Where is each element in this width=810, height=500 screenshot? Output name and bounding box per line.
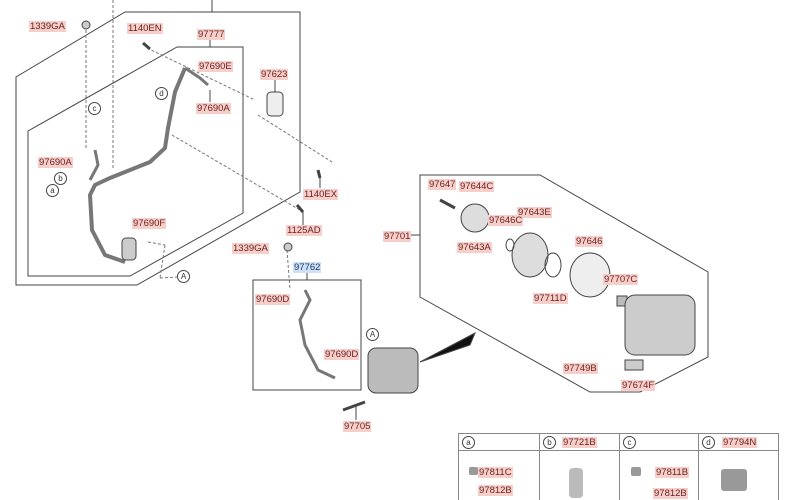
- suction-hose: [87, 67, 187, 264]
- discharge-hose: [298, 289, 336, 380]
- legend-table: a 97811C 97812B b 97721B c 97811B 97812B…: [458, 433, 779, 500]
- part-label-97646[interactable]: 97646: [575, 236, 604, 247]
- part-label-97643e[interactable]: 97643E: [517, 207, 552, 218]
- part-label-97690d[interactable]: 97690D: [324, 349, 360, 360]
- part-label-1339ga[interactable]: 1339GA: [232, 243, 269, 254]
- compressor-body: [624, 294, 696, 356]
- callout-b[interactable]: b: [54, 172, 67, 185]
- part-label-97644c[interactable]: 97644C: [459, 181, 495, 192]
- part-label-97711d[interactable]: 97711D: [533, 293, 568, 304]
- part-label-97623[interactable]: 97623: [260, 69, 289, 80]
- seal-icon: [631, 467, 641, 476]
- part-label-1339ga[interactable]: 1339GA: [29, 21, 66, 32]
- part-label-97690d[interactable]: 97690D: [255, 294, 291, 305]
- legend-part-97812b[interactable]: 97812B: [478, 485, 513, 496]
- legend-part-97812b[interactable]: 97812B: [653, 488, 688, 499]
- part-label-97749b[interactable]: 97749B: [563, 363, 598, 374]
- part-label-97647[interactable]: 97647: [428, 179, 457, 190]
- legend-part-97811c[interactable]: 97811C: [478, 467, 513, 478]
- legend-key-b: b: [543, 436, 556, 449]
- compressor-group-frame: [419, 174, 709, 393]
- callout-A[interactable]: A: [366, 328, 379, 341]
- part-label-1125ad[interactable]: 1125AD: [286, 225, 322, 236]
- bracket-icon: [721, 469, 747, 491]
- legend-key-a: a: [462, 436, 475, 449]
- callout-a[interactable]: a: [46, 184, 59, 197]
- part-label-97690e[interactable]: 97690E: [198, 61, 233, 72]
- part-label-97705[interactable]: 97705: [343, 421, 372, 432]
- seal-icon: [469, 467, 478, 475]
- discharge-hose-frame: [252, 279, 362, 391]
- legend-key-c: c: [623, 436, 636, 449]
- part-label-97690f[interactable]: 97690F: [132, 218, 167, 229]
- legend-header-divider: [459, 450, 778, 451]
- legend-part-97794n[interactable]: 97794N: [722, 437, 758, 448]
- part-label-1140en[interactable]: 1140EN: [127, 23, 163, 34]
- callout-c[interactable]: c: [88, 102, 101, 115]
- callout-d[interactable]: d: [155, 87, 168, 100]
- outer-group-frame: [15, 11, 301, 286]
- receiver-drier: [266, 91, 284, 117]
- pressure-sensor-icon: [569, 468, 583, 498]
- part-label-97777[interactable]: 97777: [197, 29, 226, 40]
- part-label-97643a[interactable]: 97643A: [457, 242, 492, 253]
- callout-A[interactable]: A: [177, 270, 190, 283]
- part-label-97690a[interactable]: 97690A: [196, 103, 231, 114]
- inner-group-frame: [27, 46, 244, 277]
- part-label-97690a[interactable]: 97690A: [38, 157, 73, 168]
- compressor-small: [367, 347, 419, 394]
- part-label-97762[interactable]: 97762: [293, 262, 322, 273]
- legend-part-97811b[interactable]: 97811B: [655, 467, 690, 478]
- legend-key-d: d: [702, 436, 715, 449]
- part-label-97646c[interactable]: 97646C: [488, 215, 524, 226]
- part-label-97674f[interactable]: 97674F: [621, 380, 656, 391]
- part-label-97701[interactable]: 97701: [383, 231, 412, 242]
- part-label-1140ex[interactable]: 1140EX: [303, 189, 339, 200]
- legend-part-97721b[interactable]: 97721B: [562, 437, 597, 448]
- part-label-97707c[interactable]: 97707C: [603, 274, 639, 285]
